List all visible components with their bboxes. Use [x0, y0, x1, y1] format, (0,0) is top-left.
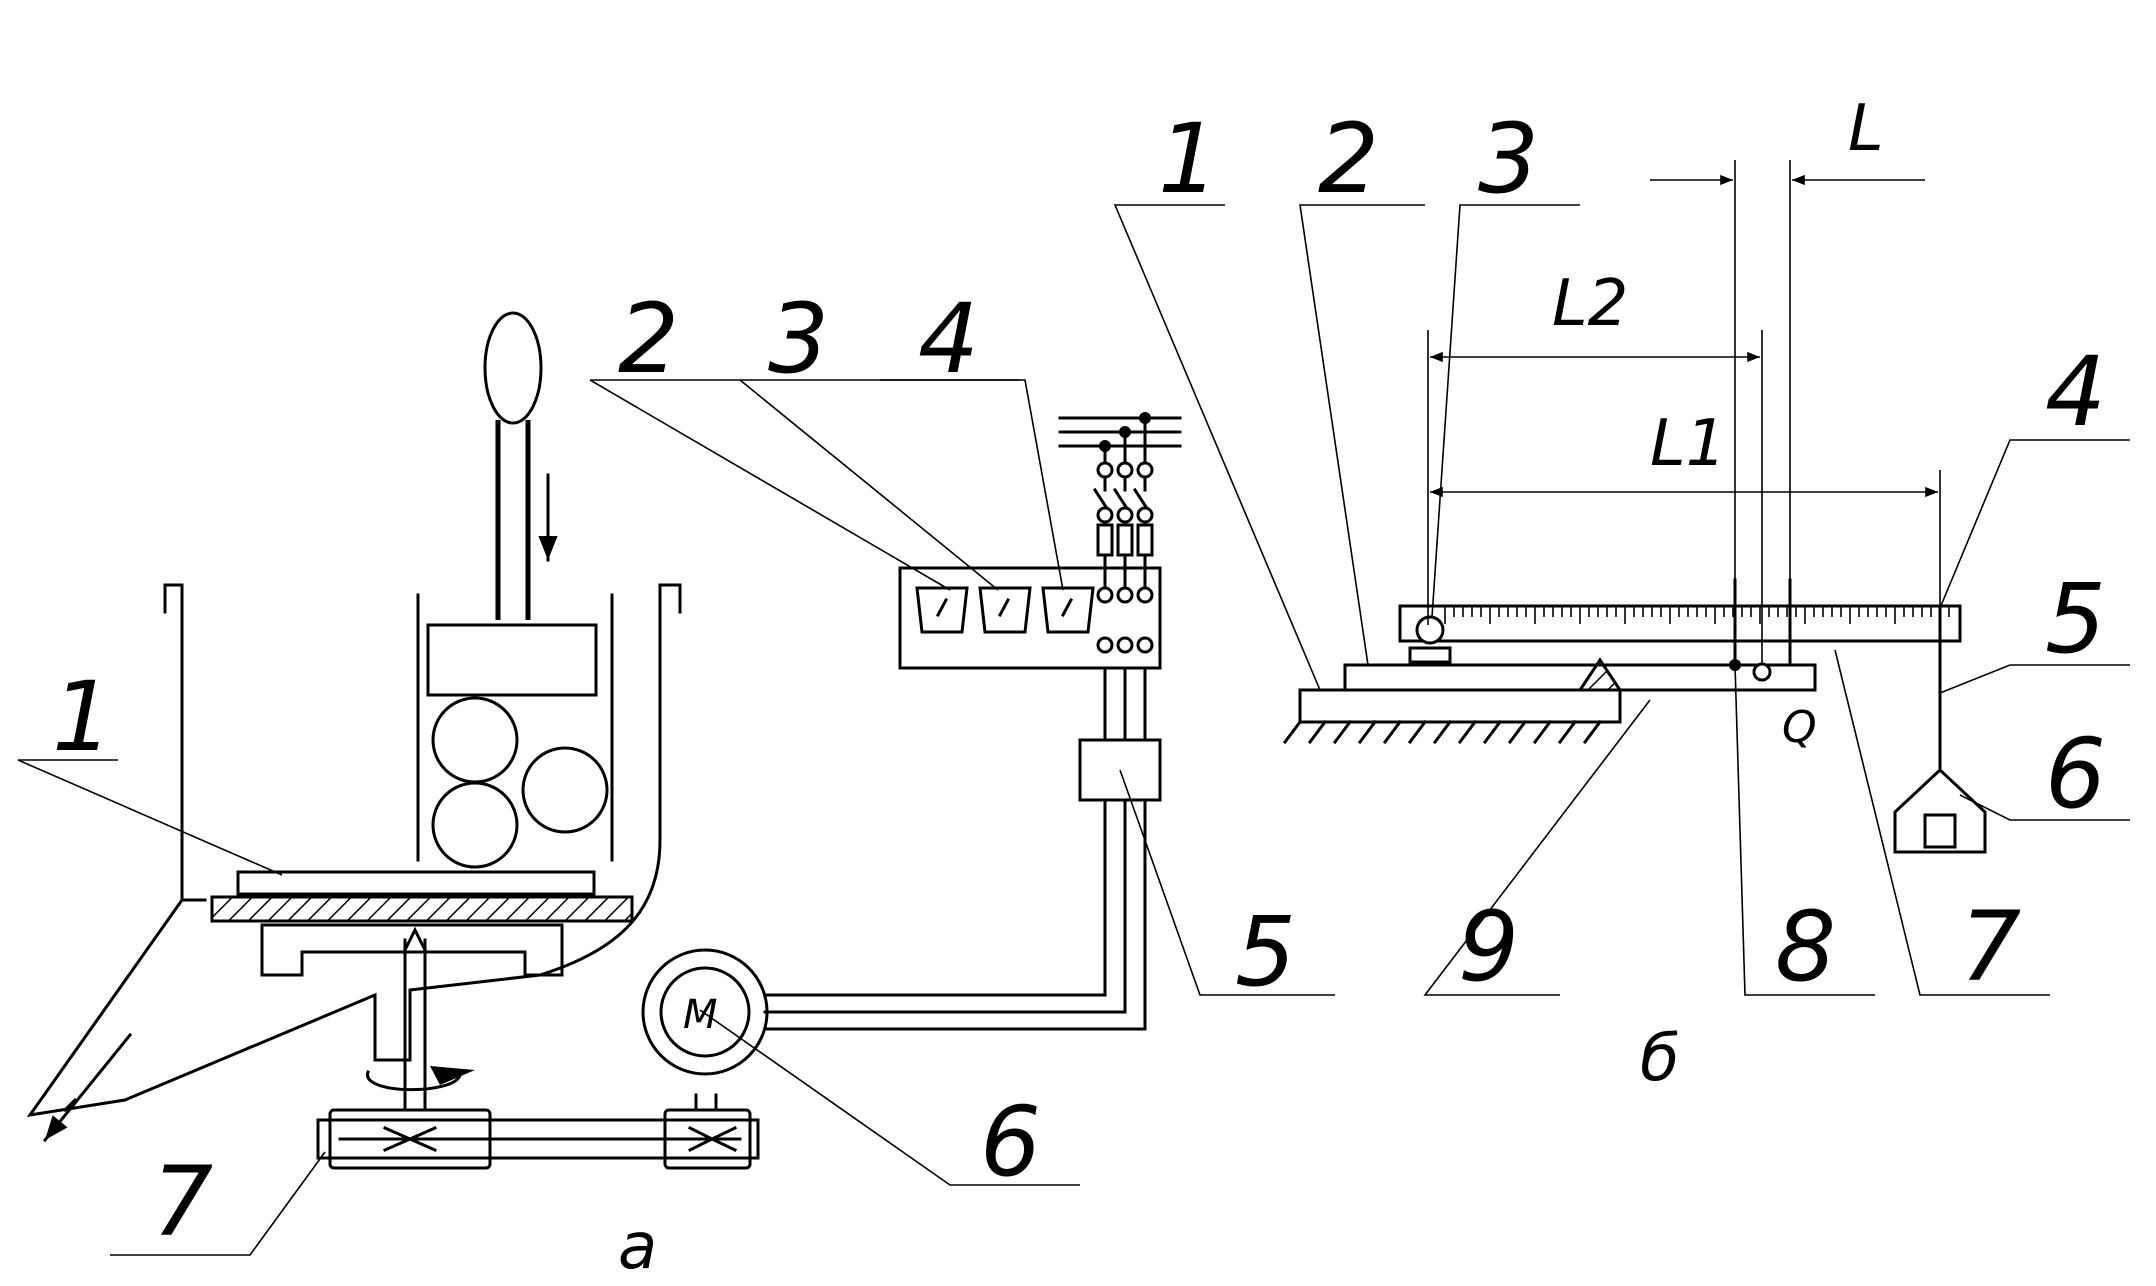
motor-symbol: M	[683, 992, 718, 1038]
meter-3	[978, 586, 1032, 634]
callout-a-7: 7	[152, 1146, 213, 1258]
callout-b-7: 7	[1960, 891, 2021, 1003]
fulcrum	[1577, 657, 1623, 692]
instrument-panel	[898, 566, 1162, 670]
ground-hatch	[1282, 719, 1603, 745]
callout-b-5: 5	[2045, 563, 2106, 675]
sample-plate	[236, 870, 596, 896]
callout-a-1: 1	[52, 661, 113, 773]
meter-4	[1041, 586, 1095, 634]
figure-b-lever-scale: 1 2 3 4 5 6 7 8 9 L L2 L1 Q б	[1113, 92, 2130, 1096]
callout-a-4: 4	[918, 283, 979, 395]
panel-terminals	[1096, 586, 1154, 654]
disk-support	[260, 923, 564, 977]
scale-bar	[1398, 604, 1962, 643]
press-plate	[426, 623, 598, 697]
leaders-a	[17, 379, 1335, 1256]
callout-a-5: 5	[1235, 896, 1296, 1008]
dim-label-L2: L2	[1552, 267, 1628, 341]
callout-b-8: 8	[1775, 891, 1836, 1003]
drive-belt	[316, 1118, 760, 1160]
roller-seat	[1408, 646, 1452, 664]
callout-a-6: 6	[980, 1086, 1041, 1198]
dim-label-L1: L1	[1650, 407, 1726, 481]
scale-ticks	[1444, 606, 1950, 624]
callout-a-3: 3	[768, 283, 829, 395]
weight	[1923, 813, 1957, 849]
meter-2	[915, 586, 969, 634]
callout-b-3: 3	[1478, 103, 1539, 215]
load-label-Q: Q	[1782, 702, 1817, 753]
lever-plate	[1343, 663, 1817, 692]
callout-a-2: 2	[618, 283, 679, 395]
roller	[1415, 615, 1445, 645]
callout-b-1: 1	[1158, 103, 1219, 215]
lever-base	[1298, 688, 1622, 724]
rotating-disk	[210, 895, 634, 923]
caption-a: а	[618, 1210, 657, 1284]
callout-b-6: 6	[2045, 718, 2106, 830]
caption-b: б	[1640, 1022, 1679, 1096]
weight-pan	[1893, 767, 1987, 854]
ball-2	[431, 781, 519, 869]
rotation-arrow	[366, 1070, 462, 1092]
dim-label-L: L	[1848, 92, 1884, 166]
starter-box	[1078, 738, 1162, 802]
callout-b-2: 2	[1318, 103, 1379, 215]
ball-3	[521, 746, 609, 834]
mains-switchgear	[1058, 412, 1182, 590]
callout-b-9: 9	[1458, 891, 1519, 1003]
press-handle	[483, 311, 543, 425]
outlet-arrow	[42, 1032, 133, 1143]
leaders-b	[1113, 204, 2130, 996]
motor-inner	[659, 966, 751, 1058]
callout-b-4: 4	[2045, 336, 2106, 448]
figure-a-apparatus: M	[17, 283, 1335, 1284]
ball-1	[431, 696, 519, 784]
housing-wall	[26, 583, 682, 1118]
